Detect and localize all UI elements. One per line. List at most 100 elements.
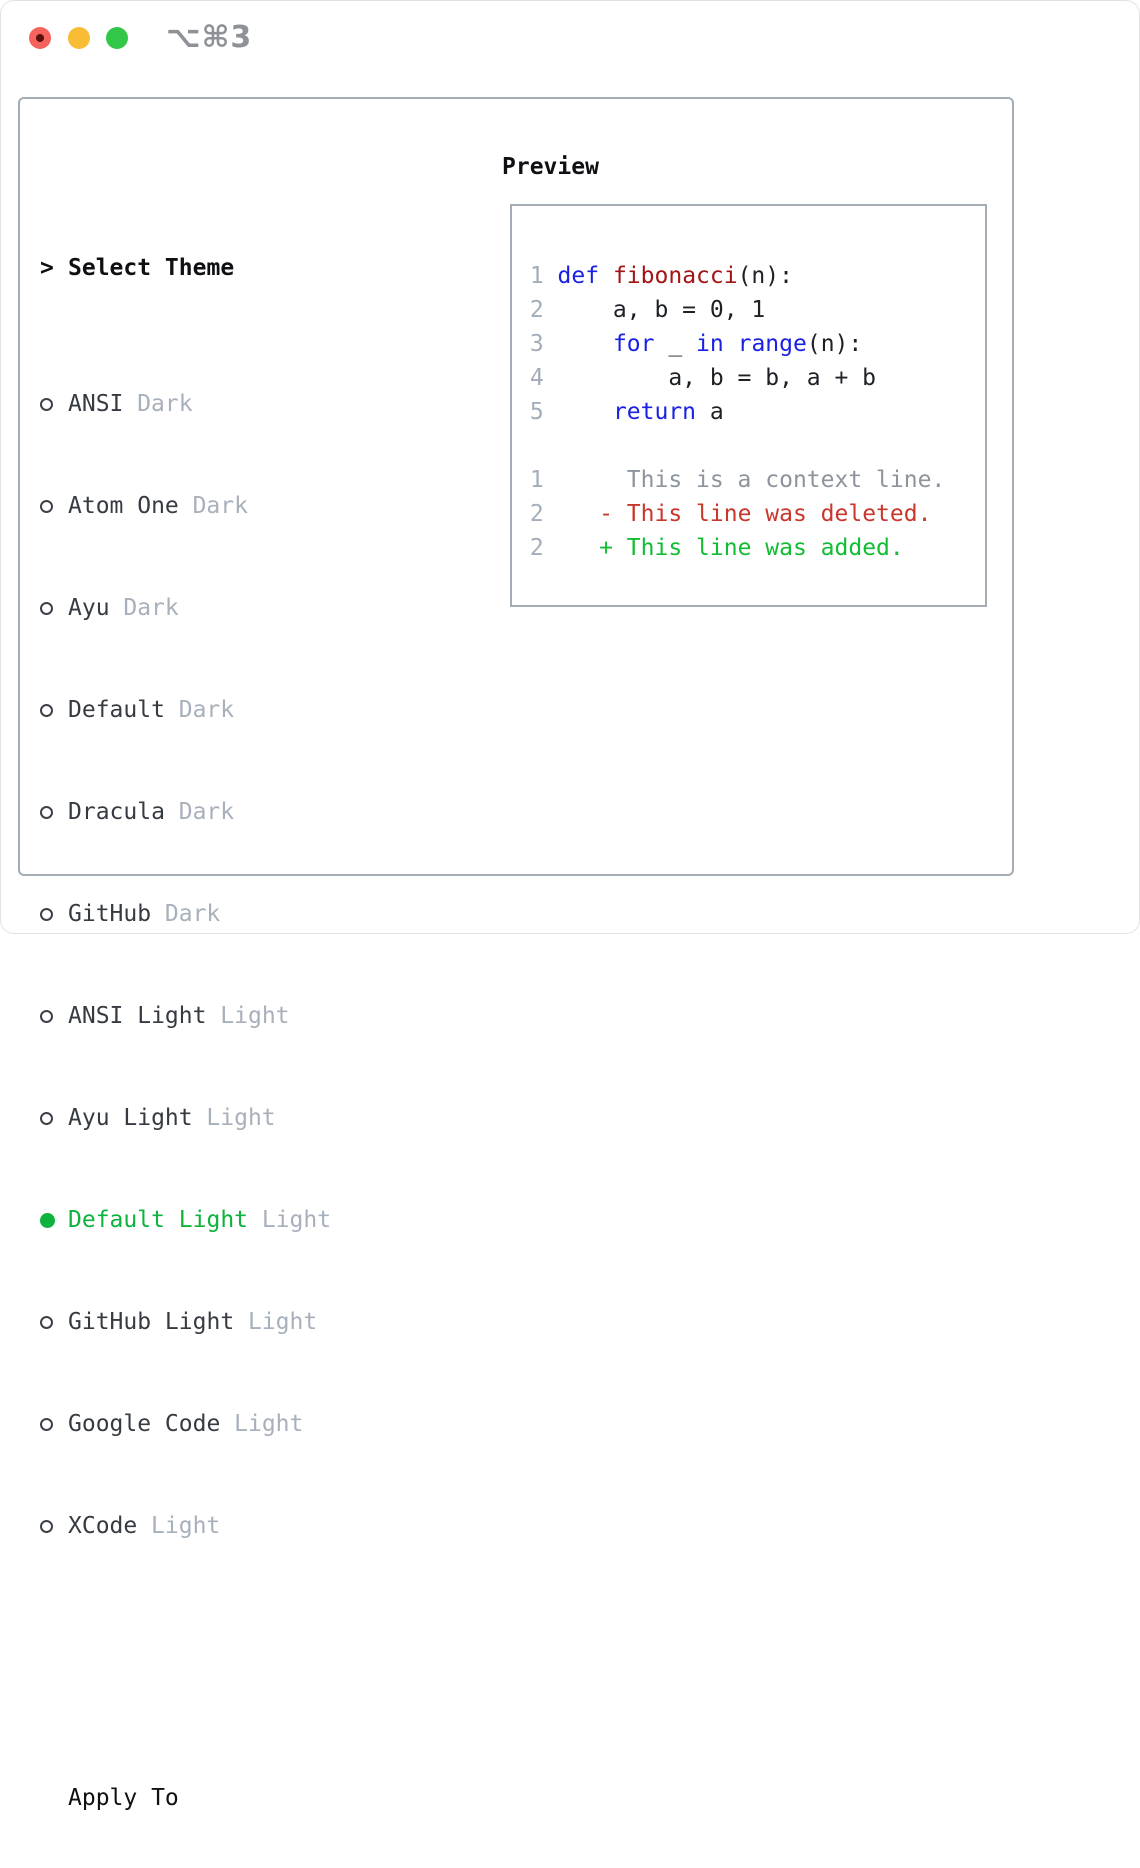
diff-added-line: 2 + This line was added. — [516, 531, 985, 565]
theme-option-ansi-light[interactable]: ANSI Light Light — [40, 999, 428, 1033]
theme-variant: Dark — [123, 595, 179, 621]
theme-option-google-code[interactable]: Google Code Light — [40, 1407, 428, 1441]
theme-variant: Light — [247, 1309, 318, 1335]
code-token: (n): — [737, 263, 793, 289]
code-token — [724, 331, 738, 357]
theme-variant: Light — [220, 1003, 290, 1029]
theme-variant: Light — [206, 1105, 276, 1131]
radio-icon — [40, 907, 53, 921]
line-number: 4 — [516, 365, 558, 391]
theme-variant: Light — [234, 1411, 304, 1437]
code-line: 2 a, b = 0, 1 — [516, 293, 985, 327]
theme-option-atom-one-dark[interactable]: Atom One Dark — [40, 489, 428, 523]
diff-deleted-line: 2 - This line was deleted. — [516, 497, 985, 531]
theme-option-dracula-dark[interactable]: Dracula Dark — [40, 795, 428, 829]
code-token — [558, 399, 613, 425]
code-line: 5 return a — [516, 395, 985, 429]
code-token: a, b = 0, 1 — [557, 297, 766, 323]
radio-icon — [40, 703, 53, 717]
preview-box: 1 def fibonacci(n): 2 a, b = 0, 1 3 for … — [510, 204, 987, 607]
radio-icon — [40, 499, 53, 513]
theme-name: ANSI — [68, 391, 124, 417]
code-line — [516, 429, 985, 463]
code-line: 1 def fibonacci(n): — [516, 259, 985, 293]
line-number: 2 — [516, 501, 558, 527]
code-token: fibonacci — [612, 263, 738, 289]
theme-name: Atom One — [68, 493, 179, 519]
theme-option-default-light[interactable]: Default Light Light — [40, 1203, 428, 1237]
line-number: 3 — [516, 331, 558, 357]
section-title: Select Theme — [68, 255, 235, 281]
cursor-icon: > — [40, 255, 54, 281]
code-token — [558, 535, 600, 561]
minimize-button[interactable] — [68, 27, 90, 49]
radio-icon — [40, 1315, 53, 1329]
theme-name: Ayu — [68, 595, 110, 621]
theme-name: GitHub Light — [68, 1309, 235, 1335]
line-number: 1 — [516, 263, 558, 289]
radio-icon — [40, 1417, 53, 1431]
theme-name: Dracula — [68, 799, 165, 825]
code-token: _ — [654, 331, 697, 357]
theme-option-default-dark[interactable]: Default Dark — [40, 693, 428, 727]
code-token: range — [737, 331, 807, 357]
code-token — [558, 331, 613, 357]
code-token — [558, 501, 600, 527]
code-preview: 1 def fibonacci(n): 2 a, b = 0, 1 3 for … — [512, 206, 985, 565]
theme-variant: Dark — [137, 391, 193, 417]
code-token: def — [557, 263, 600, 289]
theme-variant: Dark — [164, 901, 221, 927]
code-token: a — [696, 399, 724, 425]
added-text: + This line was added. — [599, 535, 904, 561]
radio-icon — [40, 1519, 53, 1533]
theme-option-github-dark[interactable]: GitHub Dark — [40, 897, 428, 931]
section-title: Apply To — [68, 1785, 179, 1811]
line-number: 5 — [516, 399, 558, 425]
theme-name: Ayu Light — [68, 1105, 193, 1131]
theme-name: Default Light — [68, 1207, 249, 1233]
deleted-text: - This line was deleted. — [599, 501, 932, 527]
radio-icon — [40, 601, 53, 615]
diff-context-line: 1 This is a context line. — [516, 463, 985, 497]
line-number: 2 — [516, 535, 558, 561]
code-token: a, b = b, a + b — [557, 365, 877, 391]
radio-icon — [40, 1009, 53, 1023]
code-token — [599, 263, 613, 289]
context-text: This is a context line. — [557, 467, 946, 493]
theme-variant: Dark — [178, 697, 235, 723]
theme-variant: Dark — [192, 493, 248, 519]
line-number: 1 — [516, 467, 558, 493]
theme-option-ansi-dark[interactable]: ANSI Dark — [40, 387, 428, 421]
zoom-button[interactable] — [106, 27, 128, 49]
radio-icon — [40, 805, 53, 819]
keyboard-shortcut-label: ⌥⌘3 — [166, 20, 253, 55]
select-theme-header: > Select Theme — [40, 251, 428, 285]
code-token: (n): — [806, 331, 863, 357]
theme-option-ayu-light[interactable]: Ayu Light Light — [40, 1101, 428, 1135]
theme-name: GitHub — [68, 901, 152, 927]
theme-name: XCode — [68, 1513, 138, 1539]
apply-to-header: Apply To — [40, 1781, 428, 1815]
theme-name: Default — [68, 697, 165, 723]
code-line: 3 for _ in range(n): — [516, 327, 985, 361]
theme-option-ayu-dark[interactable]: Ayu Dark — [40, 591, 428, 625]
radio-selected-icon — [40, 1212, 55, 1228]
theme-variant: Light — [261, 1207, 332, 1233]
code-line — [516, 225, 985, 259]
radio-icon — [40, 1111, 53, 1125]
titlebar: ⌥⌘3 — [0, 0, 1140, 97]
preview-title: Preview — [502, 154, 599, 180]
theme-name: ANSI Light — [68, 1003, 207, 1029]
theme-option-github-light[interactable]: GitHub Light Light — [40, 1305, 428, 1339]
line-number: 2 — [516, 297, 558, 323]
theme-variant: Dark — [178, 799, 235, 825]
theme-name: Google Code — [68, 1411, 221, 1437]
code-token: return — [612, 399, 697, 425]
code-line: 4 a, b = b, a + b — [516, 361, 985, 395]
radio-icon — [40, 397, 53, 411]
close-button[interactable] — [29, 27, 51, 49]
